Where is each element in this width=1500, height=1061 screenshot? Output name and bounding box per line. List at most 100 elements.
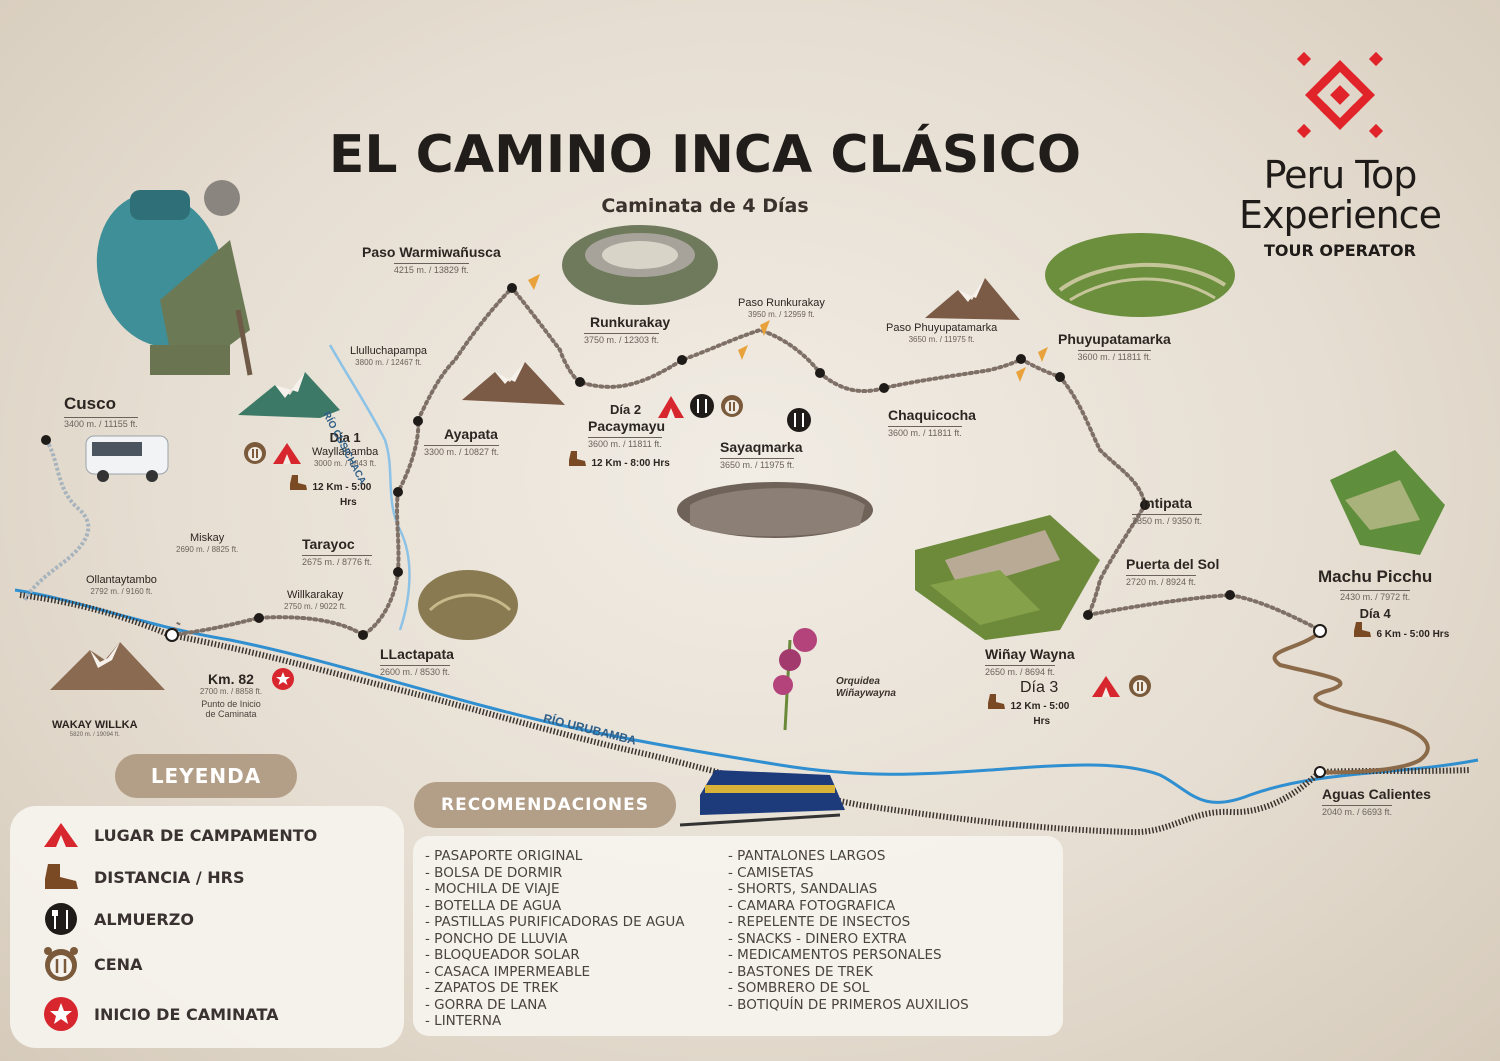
day2-icons	[656, 392, 746, 425]
runkurakay-ruin-image	[562, 225, 718, 305]
recommendations-title: RECOMENDACIONES	[414, 782, 676, 828]
place-intipata: Intipata 2850 m. / 9350 ft.	[1132, 495, 1203, 527]
boot-icon	[567, 450, 587, 473]
list-item: SOMBRERO DE SOL	[728, 980, 969, 997]
sayaqmarka-ruin-image	[677, 482, 873, 538]
hiker-illustration	[96, 180, 253, 376]
list-item: BOTIQUÍN DE PRIMEROS AUXILIOS	[728, 997, 969, 1014]
mountain-snow	[238, 372, 340, 418]
brand-name-line2: Experience	[1239, 193, 1442, 237]
inca-trail-path	[170, 285, 1322, 638]
list-item: PANTALONES LARGOS	[728, 848, 969, 865]
place-wakay-willka: WAKAY WILLKA 5820 m. / 19094 ft.	[52, 719, 138, 738]
list-item: LINTERNA	[425, 1013, 684, 1030]
place-wayllabamba: Día 1 Wayllabamba 3000 m. / 9843 ft.	[312, 430, 379, 468]
place-llulluchapampa: Llulluchapampa 3800 m. / 12467 ft.	[350, 345, 428, 367]
railway-track	[169, 632, 1471, 836]
recommendations-left-list: PASAPORTE ORIGINAL BOLSA DE DORMIR MOCHI…	[425, 848, 684, 1030]
legend-item-dinner: CENA	[42, 946, 142, 982]
place-chaquicocha: Chaquicocha 3600 m. / 11811 ft.	[888, 407, 976, 439]
page-subtitle: Caminata de 4 Días	[601, 195, 809, 217]
place-pacaymayu: Día 2 Pacaymayu 3600 m. / 11811 ft.	[588, 402, 666, 450]
boot-icon	[1352, 621, 1372, 644]
trek-start-star-icon	[272, 668, 294, 690]
tent-icon	[1092, 676, 1120, 697]
place-cusco: Cusco 3400 m. / 11155 ft.	[64, 394, 138, 429]
van-image	[85, 435, 169, 482]
place-ollantaytambo: Ollantaytambo 2792 m. / 9160 ft.	[86, 574, 157, 596]
brand-tagline: TOUR OPERATOR	[1264, 241, 1416, 260]
boot-icon	[45, 864, 78, 889]
list-item: MEDICAMENTOS PERSONALES	[728, 947, 969, 964]
place-km82: Km. 82 2700 m. / 8858 ft. Punto de Inici…	[199, 671, 263, 720]
page-title: EL CAMINO INCA CLÁSICO	[328, 125, 1082, 185]
orchid-label: Orquidea Wiñaywayna	[836, 676, 896, 699]
place-phuyupatamarka: Phuyupatamarka 3600 m. / 11811 ft.	[1058, 331, 1171, 363]
day1-icons	[243, 440, 303, 471]
brand-block: Peru Top Experience TOUR OPERATOR	[1205, 40, 1475, 260]
legend-item-lunch: ALMUERZO	[42, 902, 194, 936]
fork-knife-icon	[690, 394, 714, 418]
fork-knife-icon	[45, 903, 77, 935]
list-item: ZAPATOS DE TREK	[425, 980, 684, 997]
tent-icon	[273, 443, 301, 464]
place-sayaqmarka: Sayaqmarka 3650 m. / 11975 ft.	[720, 439, 803, 471]
list-item: BOTELLA DE AGUA	[425, 898, 684, 915]
place-winay-wayna: Wiñay Wayna 2650 m. / 8694 ft.	[985, 646, 1075, 678]
list-item: BASTONES DE TREK	[728, 964, 969, 981]
brand-name-line1: Peru Top	[1263, 153, 1418, 197]
list-item: PONCHO DE LLUVIA	[425, 931, 684, 948]
train-image	[679, 770, 845, 827]
urubamba-river	[14, 588, 1479, 804]
place-aguas-calientes: Aguas Calientes 2040 m. / 6693 ft.	[1322, 786, 1431, 818]
machu-picchu-image	[1330, 450, 1445, 555]
day3-distance: 12 Km - 5:00 Hrs	[986, 693, 1069, 728]
place-warmiwanusca: Paso Warmiwañusca 4215 m. / 13829 ft.	[362, 244, 501, 276]
star-icon	[44, 997, 78, 1031]
mountain-ayapata	[462, 362, 565, 405]
list-item: CASACA IMPERMEABLE	[425, 964, 684, 981]
list-item: GORRA DE LANA	[425, 997, 684, 1014]
list-item: PASAPORTE ORIGINAL	[425, 848, 684, 865]
day4-distance: 6 Km - 5:00 Hrs	[1352, 621, 1449, 644]
alarm-clock-icon	[44, 947, 78, 981]
list-item: MOCHILA DE VIAJE	[425, 881, 684, 898]
legend-item-camp: LUGAR DE CAMPAMENTO	[42, 821, 317, 849]
place-willkarakay: Willkarakay 2750 m. / 9022 ft.	[284, 589, 347, 611]
legend-title: LEYENDA	[115, 754, 297, 798]
list-item: SNACKS - DINERO EXTRA	[728, 931, 969, 948]
legend-item-distance: DISTANCIA / HRS	[42, 862, 245, 892]
place-llactapata: LLactapata 2600 m. / 8530 ft.	[380, 646, 454, 678]
place-paso-runkurakay: Paso Runkurakay 3950 m. / 12959 ft.	[738, 297, 825, 319]
list-item: SHORTS, SANDALIAS	[728, 881, 969, 898]
brand-logo-icon	[1296, 51, 1384, 139]
llactapata-terraces-image	[418, 570, 518, 640]
road	[23, 438, 91, 601]
alarm-clock-icon	[721, 395, 743, 417]
recommendations-right-list: PANTALONES LARGOS CAMISETAS SHORTS, SAND…	[728, 848, 969, 1013]
tent-icon	[658, 396, 684, 418]
legend-item-start: INICIO DE CAMINATA	[42, 996, 279, 1032]
place-miskay: Miskay 2690 m. / 8825 ft.	[176, 532, 239, 554]
tent-icon	[44, 823, 78, 847]
zigzag-road	[1272, 630, 1430, 775]
cusichaca-river	[328, 344, 411, 631]
day3-icons	[1090, 673, 1154, 704]
place-ayapata: Ayapata 3300 m. / 10827 ft.	[424, 426, 500, 458]
day1-distance: 12 Km - 5:00 Hrs	[288, 474, 371, 509]
legend-panel: LUGAR DE CAMPAMENTO DISTANCIA / HRS ALMU…	[10, 806, 404, 1048]
place-machu-picchu: Machu Picchu 2430 m. / 7972 ft. Día 4	[1318, 567, 1433, 621]
list-item: CAMARA FOTOGRAFICA	[728, 898, 969, 915]
place-runkurakay: Runkurakay 3750 m. / 12303 ft.	[584, 314, 671, 346]
day3-label: Día 3	[1020, 679, 1059, 696]
trail-markers	[41, 283, 1235, 640]
mountain-wakay-willka	[50, 642, 165, 690]
pass-flag-icons	[528, 274, 1048, 382]
fork-knife-icon	[787, 408, 811, 432]
list-item: CAMISETAS	[728, 865, 969, 882]
alarm-clock-icon	[244, 442, 266, 464]
place-tarayoc: Tarayoc 2675 m. / 8776 ft.	[302, 536, 373, 568]
orchid-image	[773, 628, 817, 731]
place-paso-phuyupatamarka: Paso Phuyupatamarka 3650 m. / 11975 ft.	[886, 322, 998, 344]
